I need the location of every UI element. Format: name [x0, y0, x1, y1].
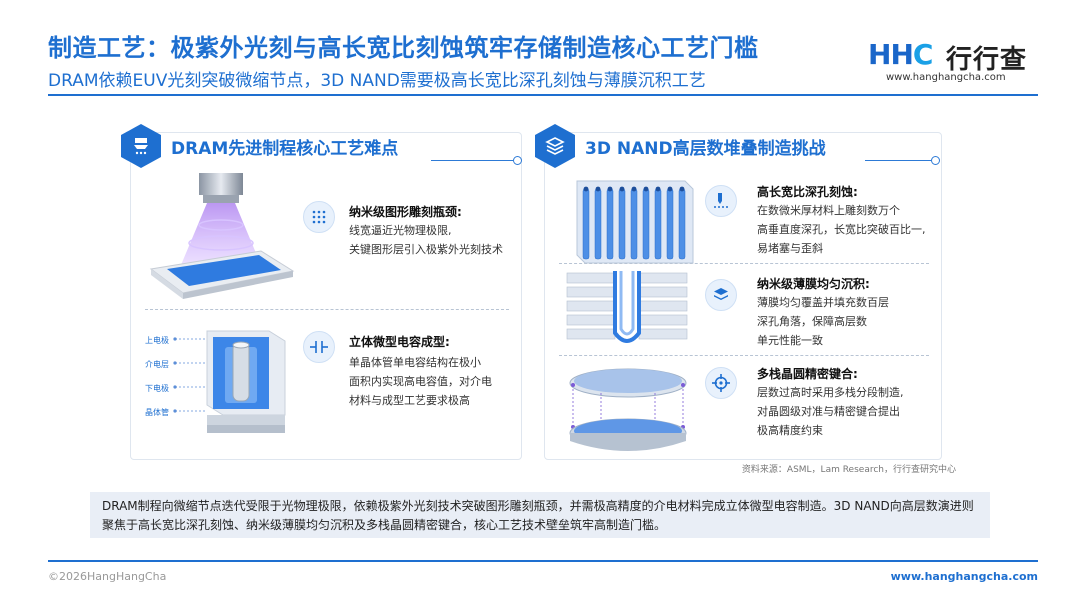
dram-panel-title: DRAM先进制程核心工艺难点 [171, 138, 399, 159]
page-subtitle: DRAM依赖EUV光刻突破微缩节点，3D NAND需要极高长宽比深孔刻蚀与薄膜沉… [48, 71, 706, 91]
logo-mark: HHC [868, 38, 933, 71]
logo-text: 行行查 [946, 45, 1028, 75]
label-bottom-electrode: 下电极 [145, 384, 169, 393]
dram-panel-header: DRAM先进制程核心工艺难点 [121, 124, 399, 168]
capacitor-illustration [173, 330, 286, 433]
dot-grid-icon [303, 201, 335, 233]
item-body: 线宽逼近光物理极限, 关键图形层引入极紫外光刻技术 [349, 224, 503, 256]
logo-url: www.hanghangcha.com [886, 72, 1006, 83]
item-body: 在数微米厚材料上雕刻数万个 高垂直度深孔，长宽比突破百比一, 易堵塞与歪斜 [757, 204, 926, 255]
nand-panel-header: 3D NAND高层数堆叠制造挑战 [535, 124, 826, 168]
label-transistor: 晶体管 [145, 408, 169, 417]
header-line [431, 160, 513, 161]
label-dielectric: 介电层 [145, 360, 169, 369]
deep-hole-etch-illustration [576, 180, 694, 264]
copyright: ©2026HangHangCha [48, 570, 167, 583]
capacitor-icon [303, 331, 335, 363]
crosshair-icon [705, 367, 737, 399]
footer-divider [48, 560, 1038, 562]
item-title: 多栈晶圆精密键合: [757, 367, 858, 381]
summary-box: DRAM制程向微缩节点迭代受限于光物理极限，依赖极紫外光刻技术突破图形雕刻瓶颈，… [90, 492, 990, 538]
item-title: 高长宽比深孔刻蚀: [757, 185, 858, 199]
header-divider [48, 94, 1038, 96]
euv-lithography-illustration [149, 173, 295, 299]
footer-url[interactable]: www.hanghangcha.com [890, 570, 1038, 583]
nand-panel-title: 3D NAND高层数堆叠制造挑战 [585, 138, 826, 159]
etch-icon [705, 185, 737, 217]
page-title: 制造工艺：极紫外光刻与高长宽比刻蚀筑牢存储制造核心工艺门槛 [48, 34, 759, 62]
nand-panel: 3D NAND高层数堆叠制造挑战 高长宽比深孔刻蚀: 在数微米厚材料上雕刻数万个… [535, 124, 942, 460]
layers-icon [705, 279, 737, 311]
lithography-icon [121, 124, 161, 168]
divider [559, 355, 929, 356]
divider [559, 263, 929, 264]
item-title: 立体微型电容成型: [349, 335, 450, 349]
header-line [865, 160, 931, 161]
dram-panel: DRAM先进制程核心工艺难点 纳米级图形雕刻瓶颈: 线宽逼近光物理极限, 关键图… [121, 124, 522, 460]
thin-film-deposition-illustration [566, 271, 688, 343]
wafer-bonding-illustration [569, 368, 687, 451]
divider [145, 309, 509, 310]
header-dot [513, 156, 522, 165]
source-note: 资料来源：ASML，Lam Research，行行查研究中心 [741, 465, 956, 475]
item-title: 纳米级薄膜均匀沉积: [757, 277, 870, 291]
header-dot [931, 156, 940, 165]
item-body: 单晶体管单电容结构在极小 面积内实现高电容值，对介电 材料与成型工艺要求极高 [349, 356, 492, 407]
item-body: 薄膜均匀覆盖并填充数百层 深孔角落，保障高层数 单元性能一致 [757, 296, 889, 347]
label-top-electrode: 上电极 [145, 336, 169, 345]
brand-logo: HHC 行行查 www.hanghangcha.com [868, 36, 1038, 88]
item-body: 层数过高时采用多栈分段制造, 对晶圆级对准与精密键合提出 极高精度约束 [757, 386, 904, 437]
stack-icon [535, 124, 575, 168]
item-title: 纳米级图形雕刻瓶颈: [349, 205, 462, 219]
